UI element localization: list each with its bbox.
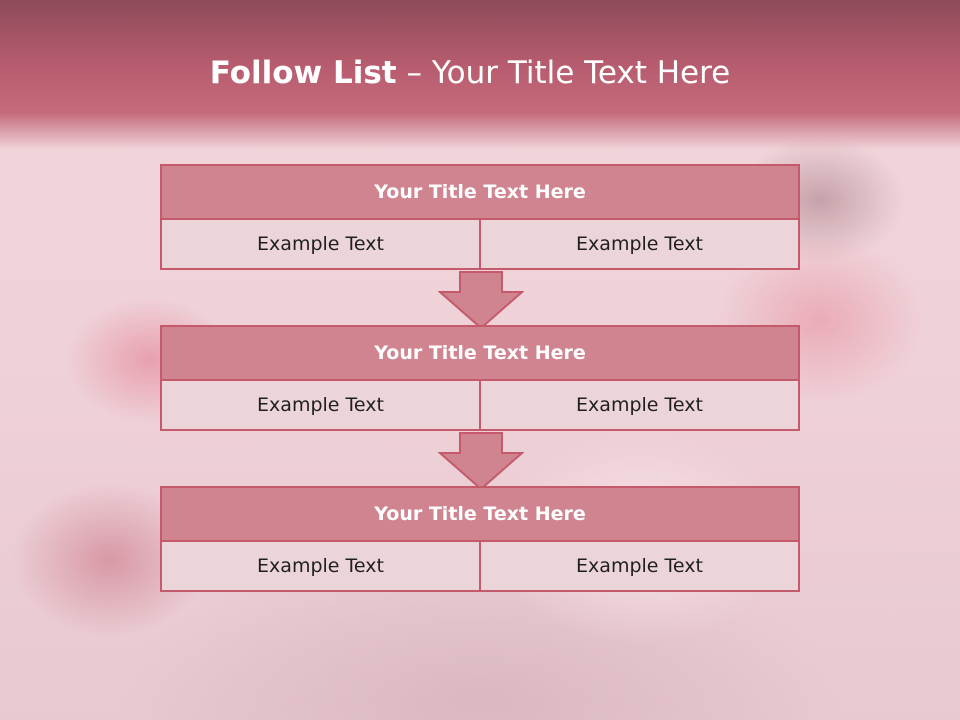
step-3-left-text: Example Text — [160, 542, 481, 592]
step-2-left-text: Example Text — [160, 381, 481, 431]
step-1-left-text: Example Text — [160, 220, 481, 270]
title-bar — [0, 0, 960, 150]
step-block-1: Your Title Text Here Example Text Exampl… — [160, 164, 800, 270]
step-title-2: Your Title Text Here — [160, 325, 800, 381]
step-row-2: Example Text Example Text — [160, 381, 800, 431]
down-arrow-icon — [438, 271, 524, 330]
slide-title: Follow List – Your Title Text Here — [0, 55, 940, 91]
step-2-right-text: Example Text — [481, 381, 800, 431]
step-row-1: Example Text Example Text — [160, 220, 800, 270]
step-title-3: Your Title Text Here — [160, 486, 800, 542]
slide-title-rest: – Your Title Text Here — [396, 55, 731, 91]
step-3-right-text: Example Text — [481, 542, 800, 592]
step-block-2: Your Title Text Here Example Text Exampl… — [160, 325, 800, 431]
step-row-3: Example Text Example Text — [160, 542, 800, 592]
step-block-3: Your Title Text Here Example Text Exampl… — [160, 486, 800, 592]
step-1-right-text: Example Text — [481, 220, 800, 270]
step-title-1: Your Title Text Here — [160, 164, 800, 220]
down-arrow-icon — [438, 432, 524, 491]
slide-title-bold: Follow List — [209, 55, 397, 91]
